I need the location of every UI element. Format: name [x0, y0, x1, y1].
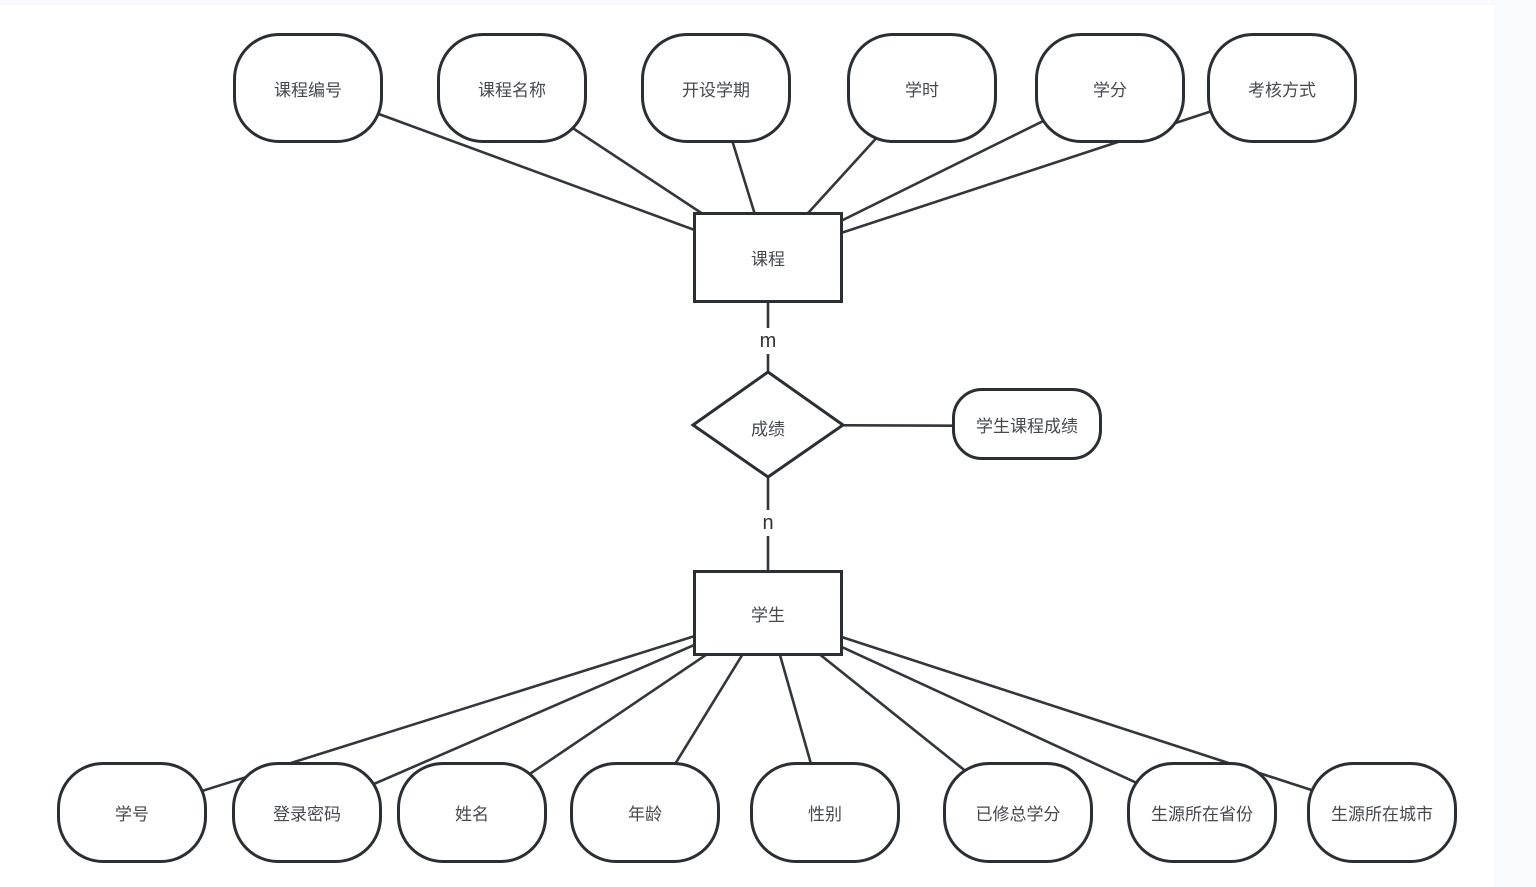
attr-label: 登录密码 [273, 805, 341, 824]
connector-course-attr-6 [767, 86, 1283, 259]
attr-gender[interactable]: 性别 [750, 762, 900, 863]
attr-label: 考核方式 [1248, 80, 1316, 100]
attr-login-password[interactable]: 登录密码 [232, 762, 382, 863]
connector-student-attr-2 [306, 611, 769, 815]
attr-age[interactable]: 年龄 [570, 762, 720, 863]
entity-label: 学生 [751, 605, 785, 625]
attr-label: 性别 [808, 805, 842, 824]
attr-student-id[interactable]: 学号 [57, 762, 207, 863]
relationship-diamond[interactable] [690, 370, 846, 479]
page-edge-strip-top [0, 0, 1536, 5]
cardinality-n-label[interactable]: n [755, 510, 781, 536]
connector-student-attr-1 [131, 611, 769, 815]
cardinality-m-label[interactable]: m [755, 328, 781, 354]
attr-label: 已修总学分 [975, 805, 1061, 824]
attr-label: 学分 [1093, 80, 1127, 100]
attr-label: 学时 [905, 80, 939, 100]
attr-course-semester[interactable]: 开设学期 [641, 33, 791, 143]
attr-label: 生源所在城市 [1331, 805, 1433, 824]
attr-label: 开设学期 [682, 80, 750, 100]
attr-student-course-grade[interactable]: 学生课程成绩 [952, 388, 1102, 460]
attr-label: 姓名 [455, 805, 489, 824]
attr-label: 学号 [115, 805, 149, 824]
attr-label: 学生课程成绩 [976, 416, 1078, 436]
connector-student-attr-8 [767, 611, 1383, 815]
attr-label: 课程名称 [478, 80, 546, 100]
attr-name[interactable]: 姓名 [397, 762, 547, 863]
attr-label: 课程编号 [274, 80, 342, 100]
attr-course-name[interactable]: 课程名称 [437, 33, 587, 143]
entity-label: 课程 [751, 250, 785, 269]
entity-student[interactable]: 学生 [693, 570, 843, 656]
attr-total-credits[interactable]: 已修总学分 [943, 762, 1093, 863]
attr-label: 年龄 [628, 805, 662, 824]
attr-course-hours[interactable]: 学时 [847, 33, 997, 143]
attr-course-assessment[interactable]: 考核方式 [1207, 33, 1357, 143]
connector-course-attr-1 [307, 86, 769, 259]
page-edge-strip-right [1494, 0, 1536, 887]
attr-course-credits[interactable]: 学分 [1035, 33, 1185, 143]
relationship-label: 成绩 [751, 420, 785, 439]
entity-course[interactable]: 课程 [693, 212, 843, 303]
attr-origin-city[interactable]: 生源所在城市 [1307, 762, 1457, 863]
attr-origin-province[interactable]: 生源所在省份 [1127, 762, 1277, 863]
attr-label: 生源所在省份 [1151, 805, 1253, 824]
attr-course-id[interactable]: 课程编号 [233, 33, 383, 143]
